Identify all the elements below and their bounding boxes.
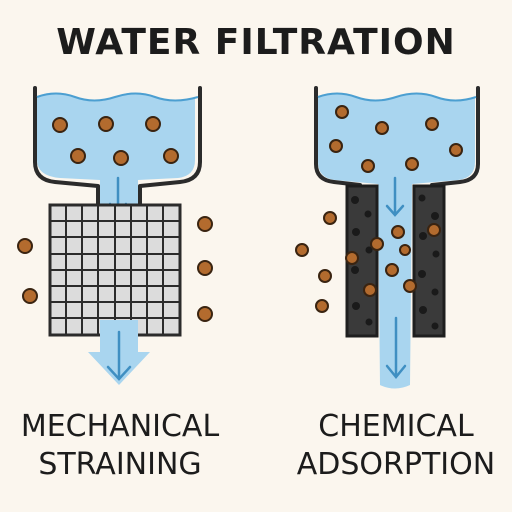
label-line: ADSORPTION: [296, 447, 496, 482]
particle: [425, 117, 439, 131]
particle: [52, 117, 68, 133]
label-line: STRAINING: [38, 447, 202, 482]
particle: [335, 105, 349, 119]
right-water-surface: [317, 92, 477, 102]
particle: [113, 150, 129, 166]
particle: [323, 211, 337, 225]
particle: [318, 269, 332, 283]
left-output-arrow: [88, 320, 150, 385]
label-line: MECHANICAL: [20, 409, 220, 444]
particle: [17, 238, 33, 254]
right-funnel-water: [316, 93, 475, 389]
particle: [405, 157, 419, 171]
right-funnel-outline: [314, 86, 480, 187]
particle: [345, 251, 359, 265]
particle: [370, 237, 384, 251]
mechanical-panel: [17, 86, 213, 385]
right-funnel-particles: [329, 105, 463, 173]
particle: [403, 279, 417, 293]
particle: [145, 116, 161, 132]
chemical-adsorption-label: CHEMICAL ADSORPTION: [280, 408, 512, 484]
particle: [315, 299, 329, 313]
particle: [197, 216, 213, 232]
particle: [361, 159, 375, 173]
particle: [197, 306, 213, 322]
particle: [98, 116, 114, 132]
mesh-screen: [48, 203, 182, 337]
particle: [70, 148, 86, 164]
particle: [391, 225, 405, 239]
particle: [427, 223, 441, 237]
particle: [449, 143, 463, 157]
particle: [385, 263, 399, 277]
right-flow-arrows: [385, 176, 407, 379]
particle: [295, 243, 309, 257]
chemical-panel: [295, 86, 480, 389]
page-title: WATER FILTRATION: [56, 22, 456, 63]
left-water-surface: [36, 92, 199, 102]
particle: [375, 121, 389, 135]
mechanical-straining-label: MECHANICAL STRAINING: [0, 408, 240, 484]
particle: [363, 283, 377, 297]
particle: [329, 139, 343, 153]
activated-carbon-filter: [345, 184, 446, 338]
left-funnel-outline: [33, 86, 202, 207]
left-funnel-particles: [52, 116, 179, 166]
left-blocked-particles: [17, 216, 213, 322]
label-line: CHEMICAL: [318, 409, 474, 444]
particle: [399, 244, 411, 256]
particle: [197, 260, 213, 276]
particle: [163, 148, 179, 164]
particle: [22, 288, 38, 304]
adsorbed-particles: [295, 211, 441, 313]
